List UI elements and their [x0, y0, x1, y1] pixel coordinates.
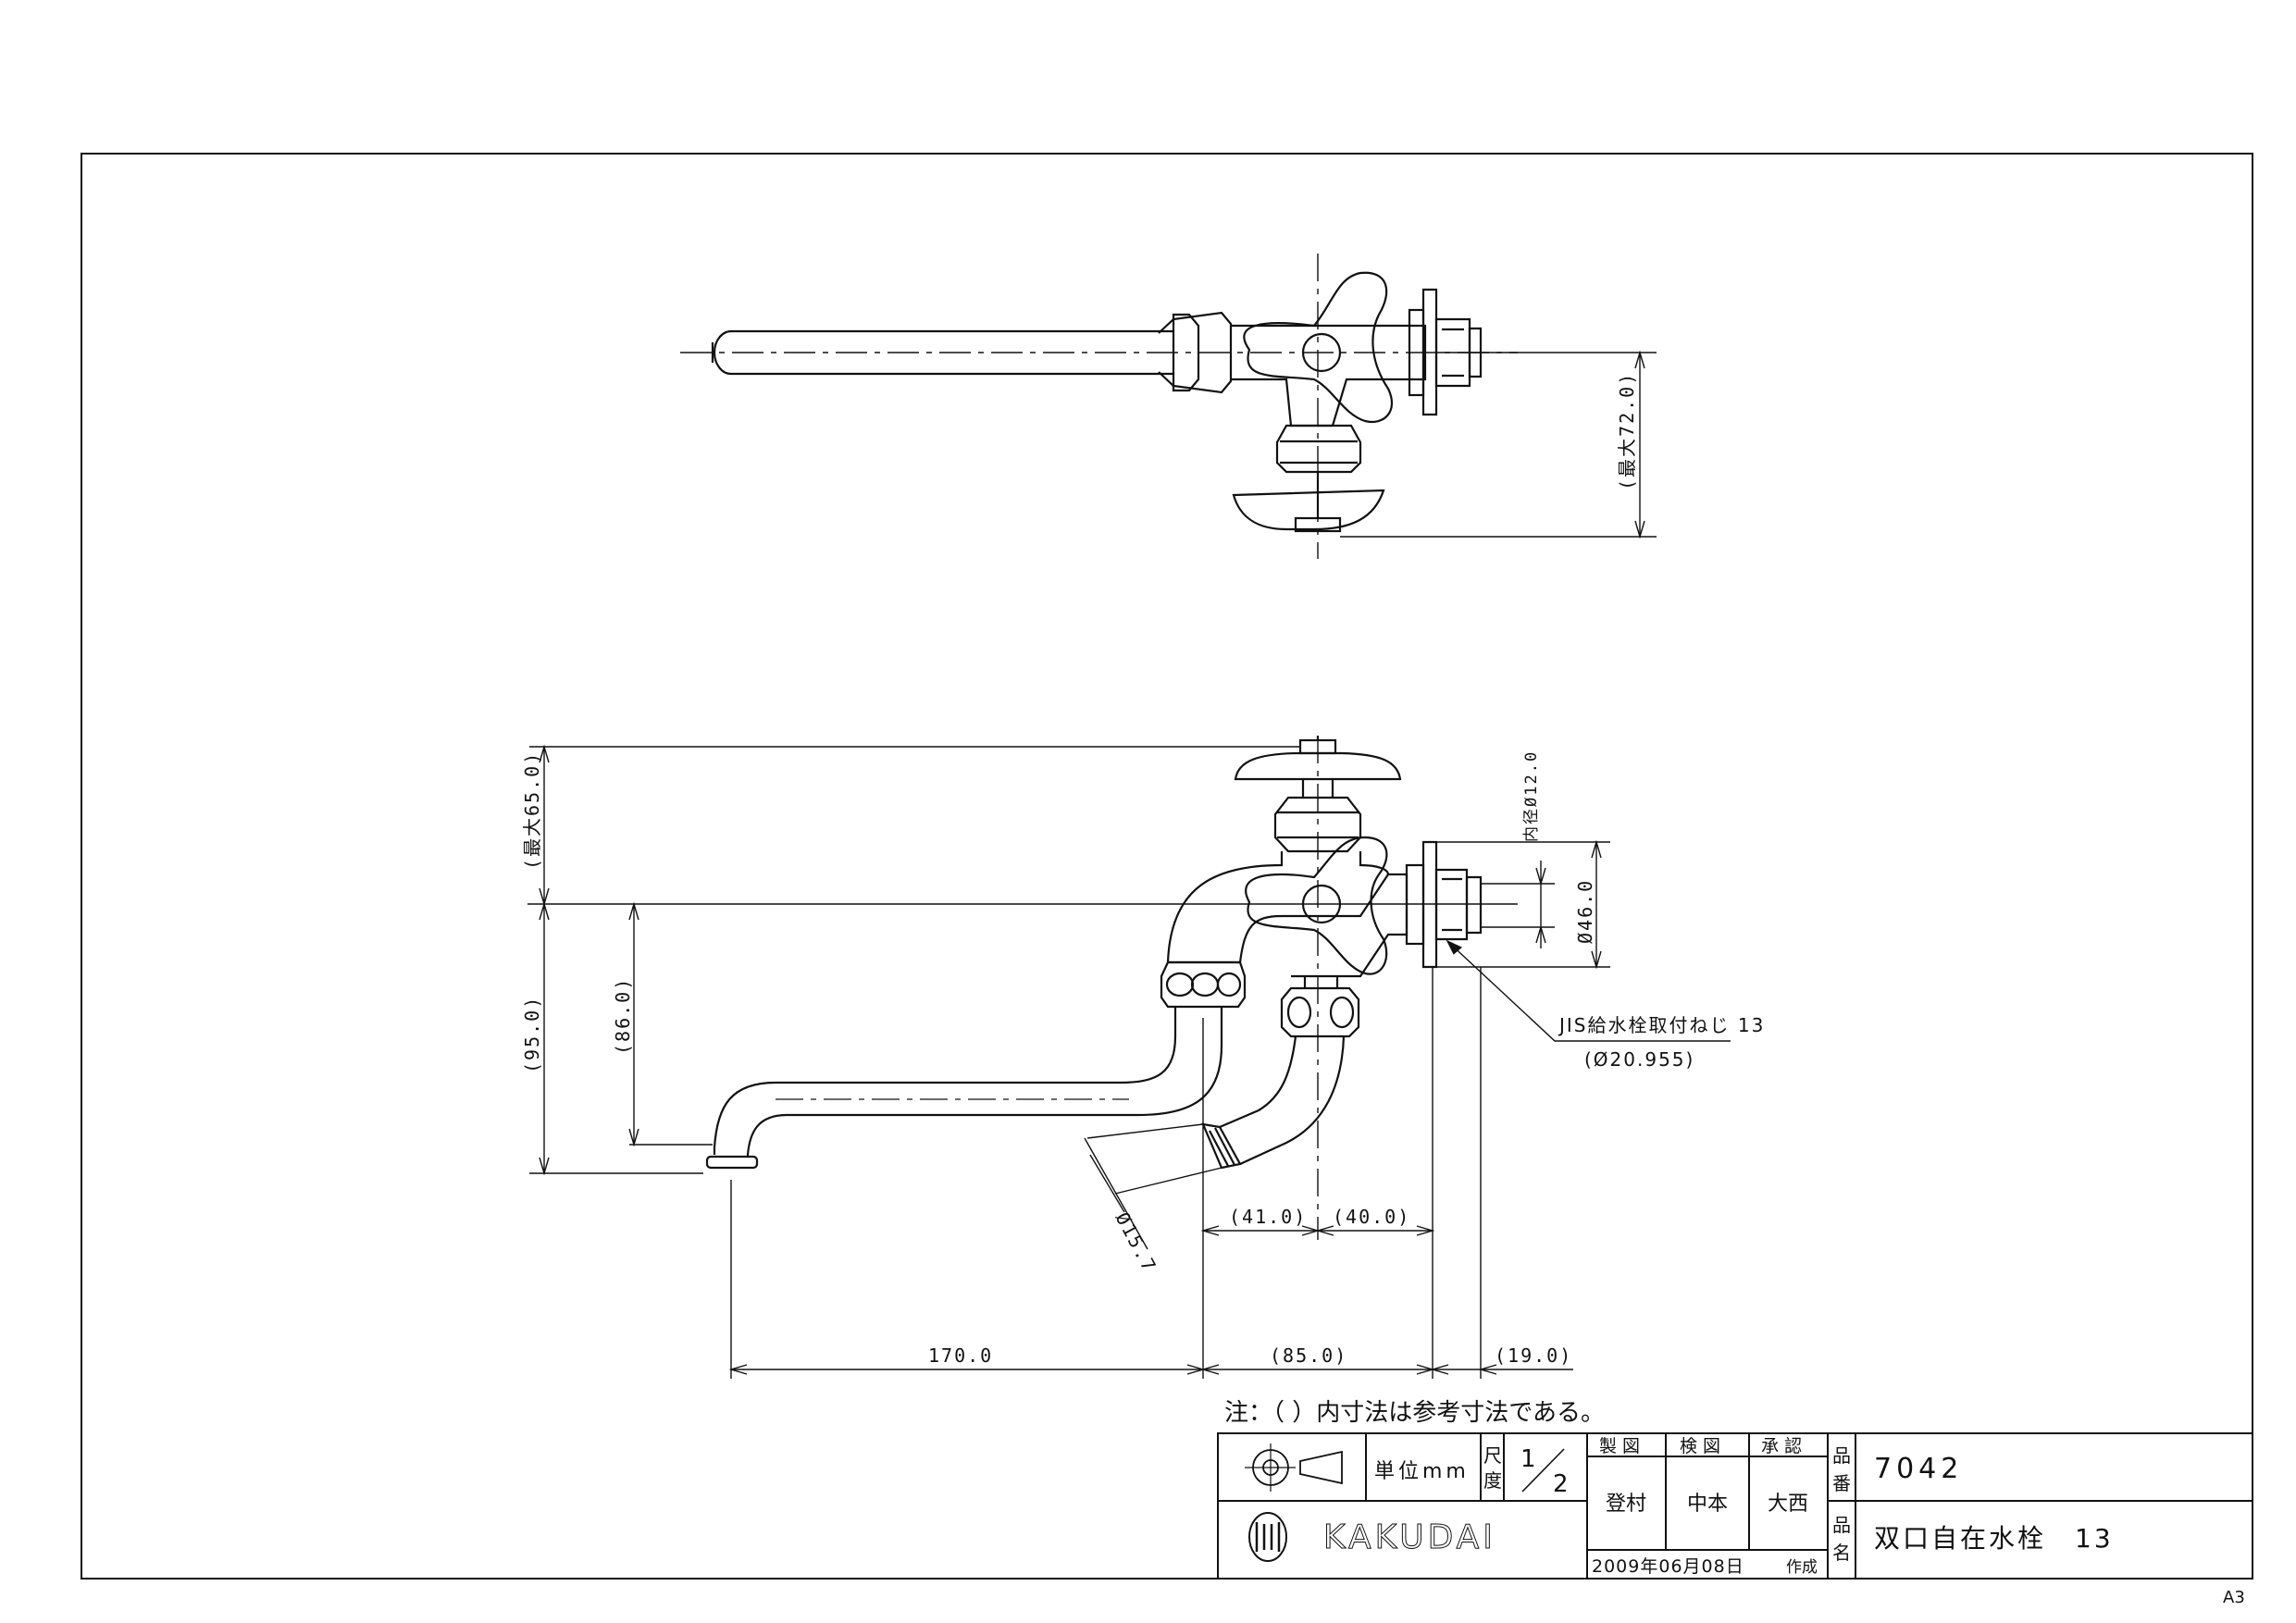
top-flange — [1421, 288, 1438, 416]
thread-leader — [1447, 941, 1731, 1042]
checked-by: 中本 — [1687, 1493, 1728, 1516]
part-name-label-2: 名 — [1832, 1542, 1851, 1564]
part-no-label-2: 番 — [1832, 1472, 1851, 1494]
front-long-spout — [713, 1007, 1177, 1155]
dim-85-text: (85.0) — [1270, 1344, 1347, 1367]
part-no-label-1: 品 — [1832, 1444, 1851, 1467]
dim-41-text: (41.0) — [1229, 1206, 1307, 1228]
approved-header: 承 認 — [1761, 1436, 1802, 1456]
top-handle — [1243, 271, 1394, 424]
dim-95-text: (95.0) — [521, 996, 543, 1073]
dim-hose-dia-text: Ø15.7 — [1111, 1208, 1161, 1276]
approved-by: 大西 — [1768, 1493, 1808, 1516]
front-lower-nut — [1280, 986, 1360, 1038]
created-label: 作成 — [1786, 1558, 1818, 1577]
scale-label-1: 尺 — [1483, 1444, 1502, 1467]
thread-diameter-label: (Ø20.955) — [1584, 1048, 1694, 1071]
front-thread — [1465, 875, 1483, 935]
front-view — [527, 736, 1731, 1379]
front-spout-nut — [1160, 960, 1247, 1009]
part-number: 7042 — [1874, 1453, 1963, 1485]
dim-86-text: (86.0) — [612, 977, 634, 1055]
top-handle-center — [1301, 332, 1342, 373]
projection-symbol-cone-icon — [1299, 1450, 1343, 1485]
front-hose-outlet — [1219, 1035, 1297, 1129]
scale-numerator: 1 — [1520, 1445, 1536, 1473]
dim-170-text: 170.0 — [928, 1344, 993, 1367]
top-swivel-nut — [1172, 313, 1200, 392]
front-valve-body — [1166, 851, 1409, 978]
title-block — [1217, 1432, 2253, 1580]
scale-denominator: 2 — [1553, 1470, 1569, 1498]
kakudai-logo-icon — [1248, 1512, 1287, 1562]
part-name-label-1: 品 — [1832, 1514, 1851, 1536]
front-handle — [1245, 836, 1388, 975]
reference-dimension-note: 注：（ ）内寸法は参考寸法である。 — [1224, 1399, 1605, 1427]
top-spout-pipe — [713, 329, 1173, 376]
sheet-size-label: A3 — [2223, 1588, 2245, 1607]
top-view — [680, 254, 1657, 559]
top-lower-handle — [1232, 489, 1385, 531]
dim-inner-dia-text: 内径Ø12.0 — [1522, 750, 1541, 842]
top-lower-nut — [1275, 424, 1362, 474]
drafted-by: 登村 — [1606, 1493, 1646, 1516]
checked-header: 検 図 — [1680, 1436, 1720, 1456]
dim-40-text: (40.0) — [1333, 1206, 1410, 1228]
thread-spec-label: JIS給水栓取付ねじ 13 — [1558, 1014, 1765, 1036]
part-name: 双口自在水栓 13 — [1874, 1523, 2114, 1554]
front-top-handle — [1234, 751, 1402, 781]
dim-dia46-text: Ø46.0 — [1574, 879, 1596, 944]
dim-max72-text: (最大72.0) — [1616, 372, 1638, 490]
dim-19-text: (19.0) — [1495, 1344, 1572, 1367]
front-spout-tip — [705, 1155, 759, 1170]
scale-label-2: 度 — [1483, 1469, 1502, 1492]
drafted-header: 製 図 — [1599, 1436, 1640, 1456]
brand-name: KAKUDAI — [1323, 1518, 1496, 1556]
drawing-date: 2009年06月08日 — [1592, 1556, 1744, 1577]
front-upper-nut — [1273, 796, 1362, 853]
dim-max65-text: (最大65.0) — [521, 751, 543, 870]
top-valve-body — [1231, 324, 1427, 427]
sheet-border — [81, 153, 2253, 1580]
unit-label: 単位mm — [1374, 1460, 1470, 1483]
